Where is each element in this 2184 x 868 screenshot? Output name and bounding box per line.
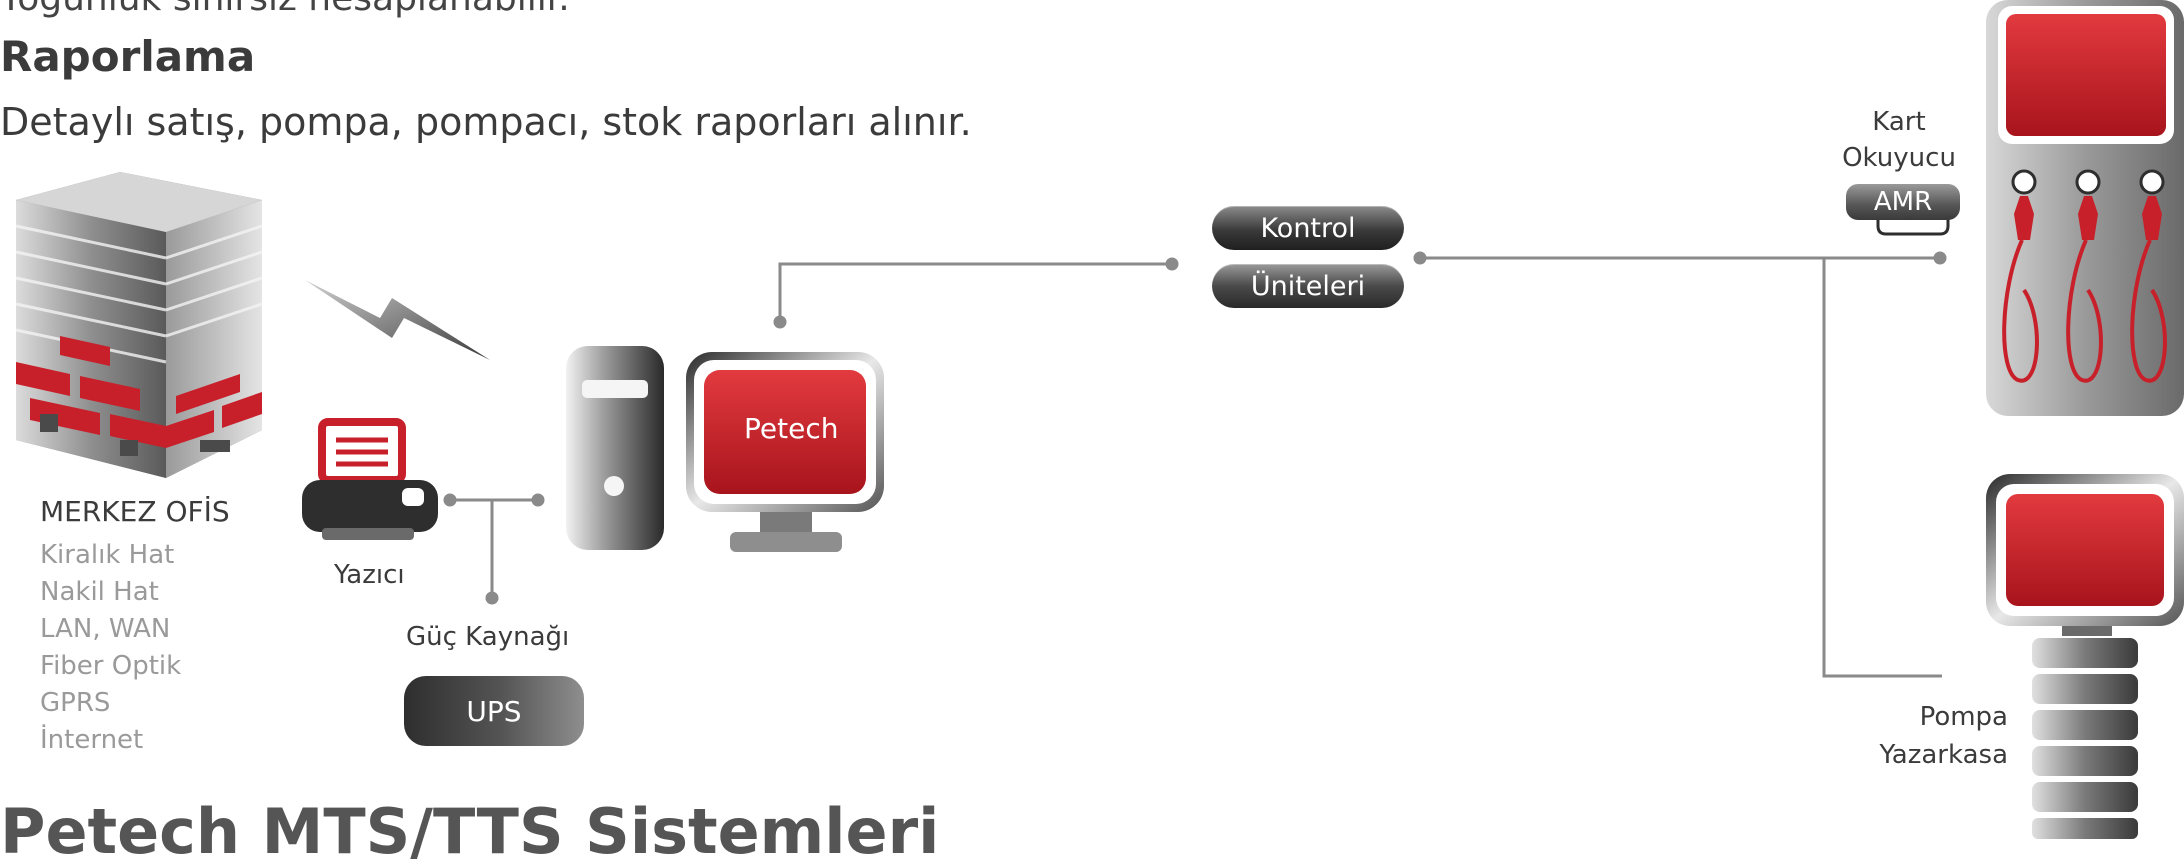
pump-register-label-line1: Pompa <box>1919 702 2008 732</box>
connection-item: Fiber Optik <box>40 651 182 681</box>
office-connections-list: Kiralık Hat Nakil Hat LAN, WAN Fiber Opt… <box>40 537 181 759</box>
connection-item: Kiralık Hat <box>40 540 175 570</box>
pump-register-label: Pompa Yazarkasa <box>1879 698 2008 774</box>
connection-item: LAN, WAN <box>40 614 171 644</box>
monitor-screen-label: Petech <box>744 412 839 445</box>
section-description: Detaylı satış, pompa, pompacı, stok rapo… <box>0 100 972 144</box>
amr-bracket <box>1876 212 1950 236</box>
control-unit-pill-bottom: Üniteleri <box>1212 264 1404 308</box>
connection-item: GPRS <box>40 688 111 718</box>
office-building-icon <box>15 172 263 478</box>
fuel-dispenser-icon <box>1986 0 2184 416</box>
card-reader-label-line2: Okuyucu <box>1842 143 1956 173</box>
section-title: Raporlama <box>0 32 256 81</box>
monitor-icon <box>686 352 884 552</box>
card-reader-label-line1: Kart <box>1872 107 1926 137</box>
connection-item: Nakil Hat <box>40 577 159 607</box>
amr-badge: AMR <box>1846 184 1960 220</box>
wireless-bolt-icon <box>305 280 490 360</box>
connection-item: İnternet <box>40 725 144 755</box>
power-source-label: Güç Kaynağı <box>406 622 570 652</box>
office-title: MERKEZ OFİS <box>40 495 230 528</box>
printer-icon <box>302 418 438 540</box>
control-unit-pill-top: Kontrol <box>1212 206 1404 250</box>
control-connector <box>1413 251 1947 678</box>
printer-label: Yazıcı <box>334 560 405 590</box>
pump-register-icon <box>1986 474 2184 839</box>
footer-title: Petech MTS/TTS Sistemleri <box>0 795 940 868</box>
top-partial-text: Yoğunluk sınırsız hesaplanabilir. <box>0 0 570 19</box>
pump-register-label-line2: Yazarkasa <box>1879 740 2008 770</box>
monitor-connector <box>773 257 1179 329</box>
pc-tower-icon <box>566 346 664 550</box>
card-reader-label: Kart Okuyucu <box>1840 104 1958 176</box>
system-diagram <box>15 0 2184 839</box>
ups-unit: UPS <box>404 676 584 746</box>
printer-connector <box>443 493 545 605</box>
